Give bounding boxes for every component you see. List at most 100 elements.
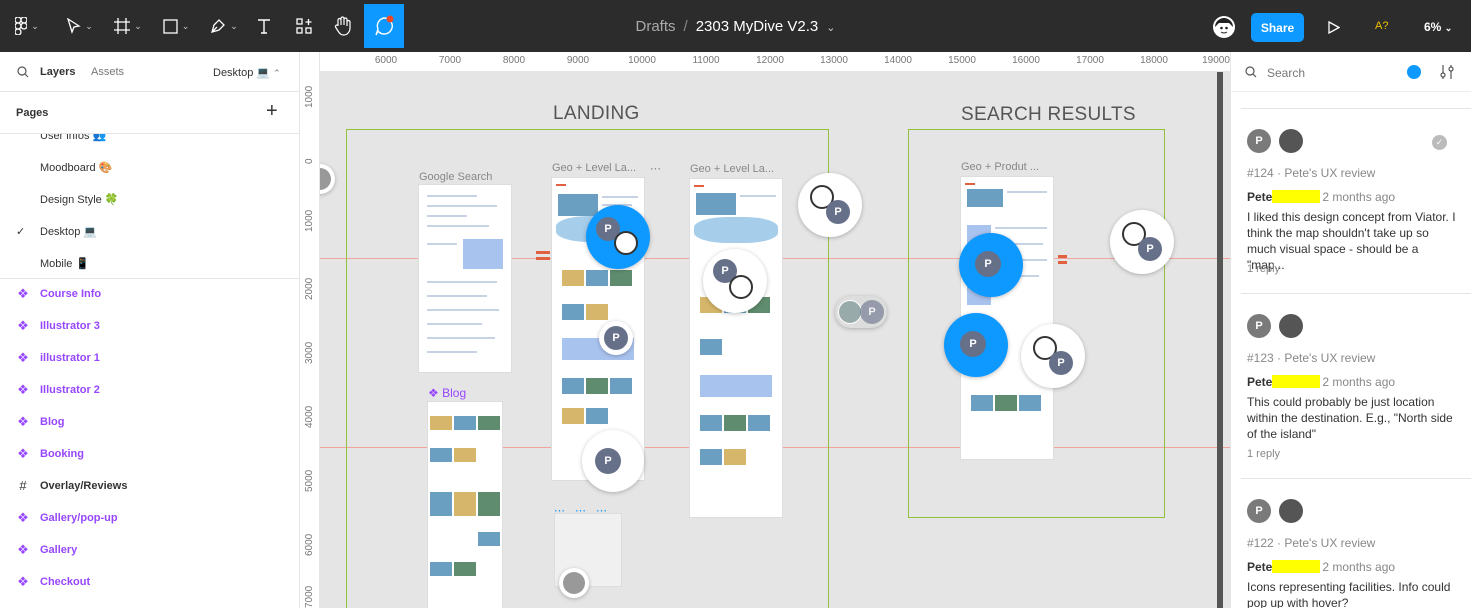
page-item-design-style[interactable]: Design Style 🍀 — [40, 194, 119, 206]
ruler-tick: 5000 — [304, 469, 315, 492]
mock-image — [586, 378, 608, 394]
frame-label-geo-level-1[interactable]: Geo + Level La... — [552, 162, 637, 174]
layer-item-blog[interactable]: ❖Blog — [0, 407, 299, 439]
mock-text-line — [602, 196, 638, 198]
page-item-user-infos[interactable]: User infos 👥 — [40, 134, 107, 142]
page-item-mobile[interactable]: Mobile 📱 — [40, 258, 90, 270]
frame-label-google-search[interactable]: Google Search — [419, 171, 493, 183]
divider — [1241, 478, 1471, 479]
page-item-moodboard[interactable]: Moodboard 🎨 — [40, 162, 113, 174]
settings-sliders-icon[interactable] — [1440, 64, 1454, 80]
reply-count[interactable]: 1 reply — [1247, 263, 1281, 275]
current-page-label: Desktop 💻 — [213, 67, 271, 79]
layer-item-illustrator-1[interactable]: ❖illustrator 1 — [0, 343, 299, 375]
layer-item-gallery[interactable]: ❖Gallery — [0, 535, 299, 567]
tab-layers[interactable]: Layers — [40, 66, 76, 78]
file-name[interactable]: 2303 MyDive V2.3 — [695, 18, 819, 35]
layer-item-checkout[interactable]: ❖Checkout — [0, 567, 299, 599]
left-sidebar: Layers Assets Desktop 💻 ⌃ Pages + User i… — [0, 52, 300, 608]
accessibility-indicator[interactable]: A? — [1375, 20, 1389, 32]
main-menu-button[interactable]: ⌄ — [8, 4, 46, 48]
comment-pin[interactable]: P — [1021, 324, 1085, 388]
frame-blog[interactable] — [428, 402, 502, 608]
comment-tool-button[interactable] — [364, 4, 404, 48]
frame-label-blog[interactable]: ❖ Blog — [428, 386, 466, 400]
chevron-down-icon[interactable]: ⌄ — [826, 22, 836, 34]
layer-label: Checkout — [40, 576, 91, 588]
mock-text-line — [427, 323, 482, 325]
shape-tool-button[interactable]: ⌄ — [156, 4, 196, 48]
avatar: P — [1138, 237, 1162, 261]
frame-more-dots[interactable]: ⋯ — [650, 163, 661, 175]
frame-label-geo-level-2[interactable]: Geo + Level La... — [690, 163, 775, 175]
mock-image — [430, 562, 452, 576]
comment-pin[interactable]: P — [582, 430, 644, 492]
comments-search-input[interactable]: Search — [1267, 66, 1306, 80]
mock-image — [610, 270, 632, 286]
avatar-icon — [563, 572, 585, 594]
layer-item-illustrator-2[interactable]: ❖Illustrator 2 — [0, 375, 299, 407]
comment-pin[interactable] — [559, 568, 589, 598]
layer-item-overlay-reviews[interactable]: #Overlay/Reviews — [0, 471, 299, 503]
search-icon[interactable] — [17, 66, 29, 78]
move-tool-icon — [67, 18, 81, 34]
user-avatar[interactable] — [1212, 15, 1236, 39]
tab-assets[interactable]: Assets — [91, 66, 125, 78]
filter-icon[interactable] — [1407, 65, 1421, 79]
frame-label-geo-product[interactable]: Geo + Produt ... — [961, 161, 1039, 173]
share-button[interactable]: Share — [1251, 13, 1304, 42]
reply-count[interactable]: 1 reply — [1247, 448, 1281, 460]
comment-pin[interactable]: P — [1110, 210, 1174, 274]
frame-tool-button[interactable]: ⌄ — [108, 4, 148, 48]
add-page-icon[interactable]: + — [266, 100, 278, 122]
mock-map — [700, 375, 772, 397]
present-button[interactable] — [1328, 20, 1341, 39]
canvas[interactable]: LANDING SEARCH RESULTS Google Search Geo… — [300, 52, 1230, 608]
author-name: Pete — [1247, 190, 1273, 204]
mock-text-line — [740, 195, 776, 197]
layer-item-gallery-popup[interactable]: ❖Gallery/pop-up — [0, 503, 299, 535]
mock-image — [478, 532, 500, 546]
resolved-check-icon[interactable]: ✓ — [1432, 135, 1447, 150]
current-page-selector[interactable]: Desktop 💻 ⌃ — [213, 66, 281, 79]
resources-button[interactable] — [292, 4, 316, 48]
layer-item-course-info[interactable]: ❖Course Info — [0, 279, 299, 311]
pen-tool-button[interactable]: ⌄ — [204, 4, 244, 48]
comment-pin[interactable]: P — [703, 249, 767, 313]
section-landing[interactable] — [346, 129, 829, 608]
zoom-dropdown[interactable]: 6% ⌄ — [1424, 20, 1452, 34]
mock-image — [586, 270, 608, 286]
chevron-down-icon: ⌄ — [181, 20, 190, 31]
text-tool-button[interactable] — [252, 4, 276, 48]
hand-tool-button[interactable] — [330, 4, 356, 48]
frame-google-search[interactable] — [419, 185, 511, 372]
redaction-bar — [1272, 190, 1321, 203]
project-link[interactable]: Drafts — [635, 18, 676, 35]
layer-item-illustrator-3[interactable]: ❖Illustrator 3 — [0, 311, 299, 343]
layer-label: Course Info — [40, 288, 102, 300]
ruler-tick: 15000 — [948, 55, 976, 66]
avatar: P — [960, 331, 986, 357]
comment-pin[interactable]: P — [798, 173, 862, 237]
avatar-initial: P — [1057, 357, 1065, 369]
layer-item-booking[interactable]: ❖Booking — [0, 439, 299, 471]
vertical-scrollbar[interactable] — [1217, 72, 1223, 608]
section-search-results[interactable] — [908, 129, 1165, 518]
ruler-tick: 1000 — [304, 209, 315, 232]
comment-pin[interactable]: P — [835, 296, 887, 328]
component-icon: ❖ — [17, 542, 29, 557]
ruler-tick: 6000 — [374, 55, 398, 66]
comment-pin[interactable]: P — [599, 321, 633, 355]
frame-geo-level-2[interactable] — [690, 179, 782, 517]
comment-pin[interactable]: P — [959, 233, 1023, 297]
comment-pin[interactable]: P — [586, 205, 650, 269]
search-icon — [1245, 66, 1257, 78]
move-tool-button[interactable]: ⌄ — [60, 4, 100, 48]
page-item-desktop[interactable]: Desktop 💻 — [40, 226, 98, 238]
component-icon: ❖ — [17, 382, 29, 397]
comment-pin[interactable]: P — [944, 313, 1008, 377]
mock-image — [562, 378, 584, 394]
